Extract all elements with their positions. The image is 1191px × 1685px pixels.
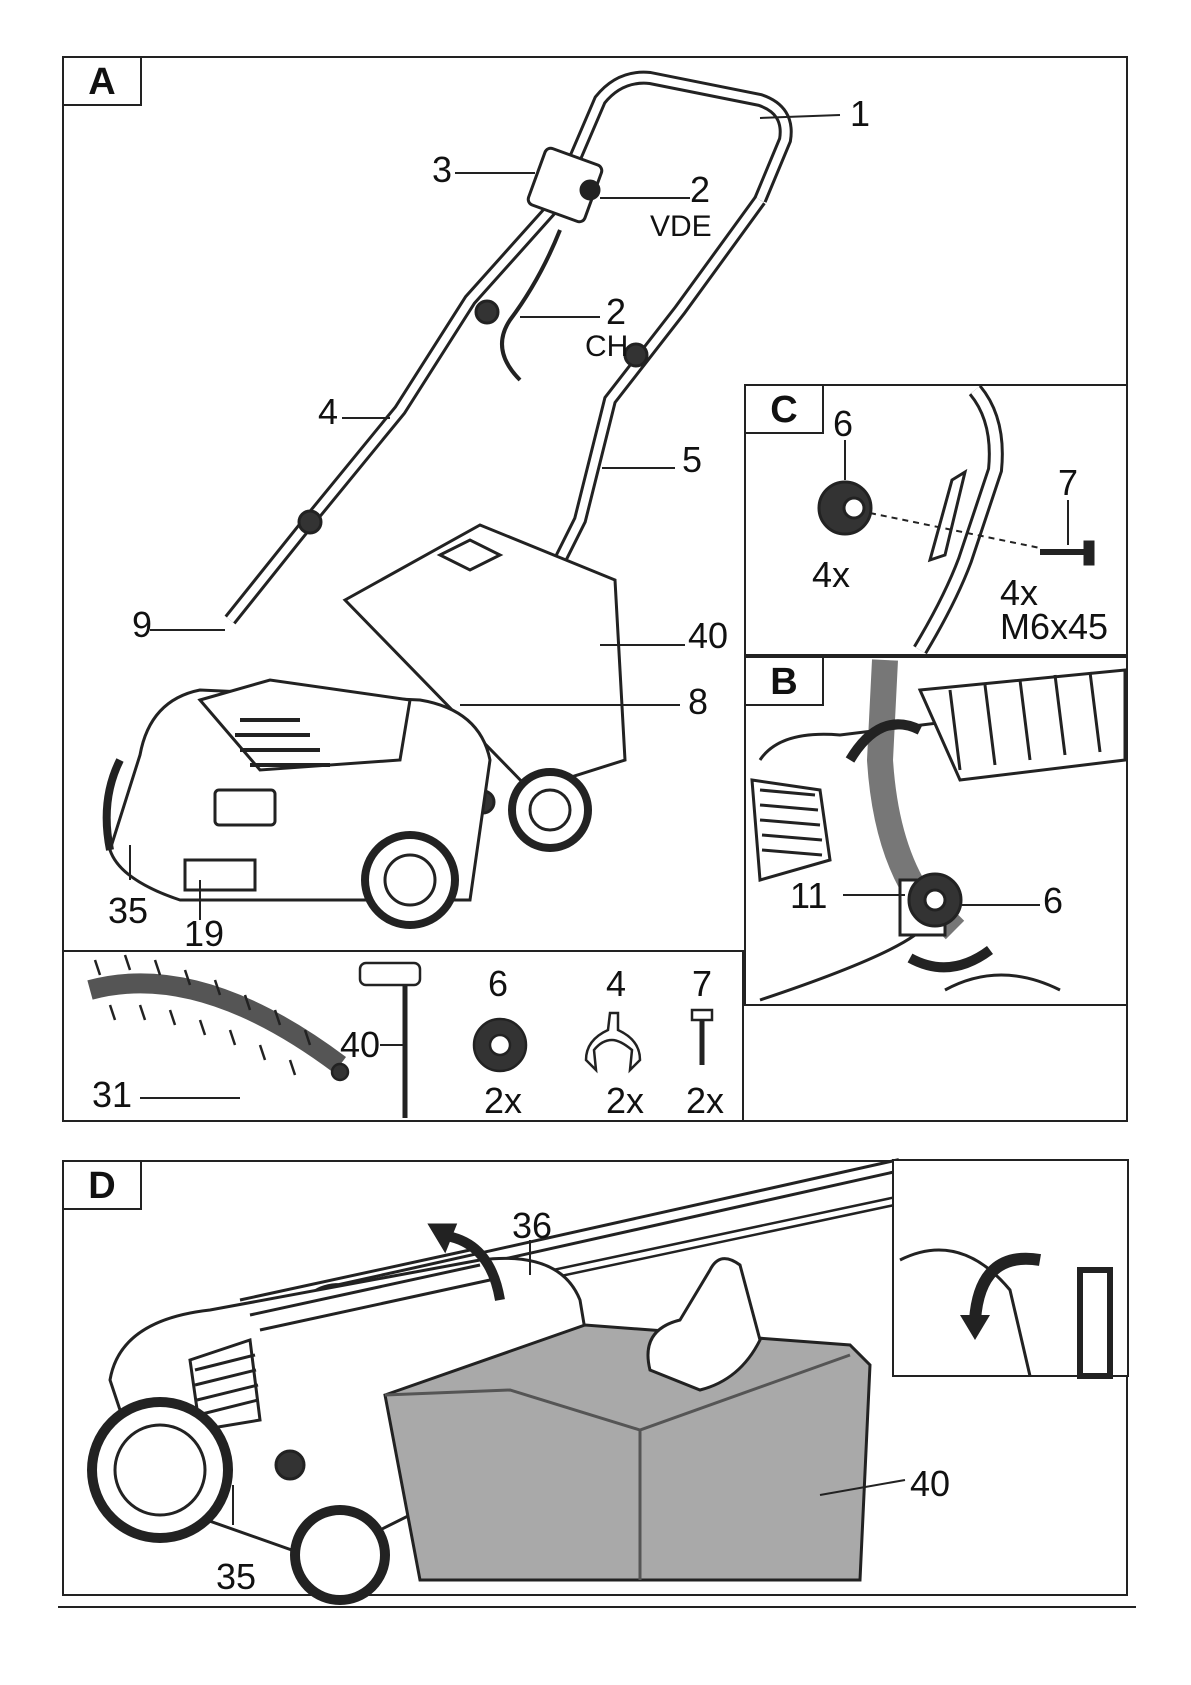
label-35-d: 35 (216, 1559, 256, 1595)
footer-rule (58, 1606, 1136, 1608)
label-36: 36 (512, 1208, 552, 1244)
label-40-d: 40 (910, 1466, 950, 1502)
